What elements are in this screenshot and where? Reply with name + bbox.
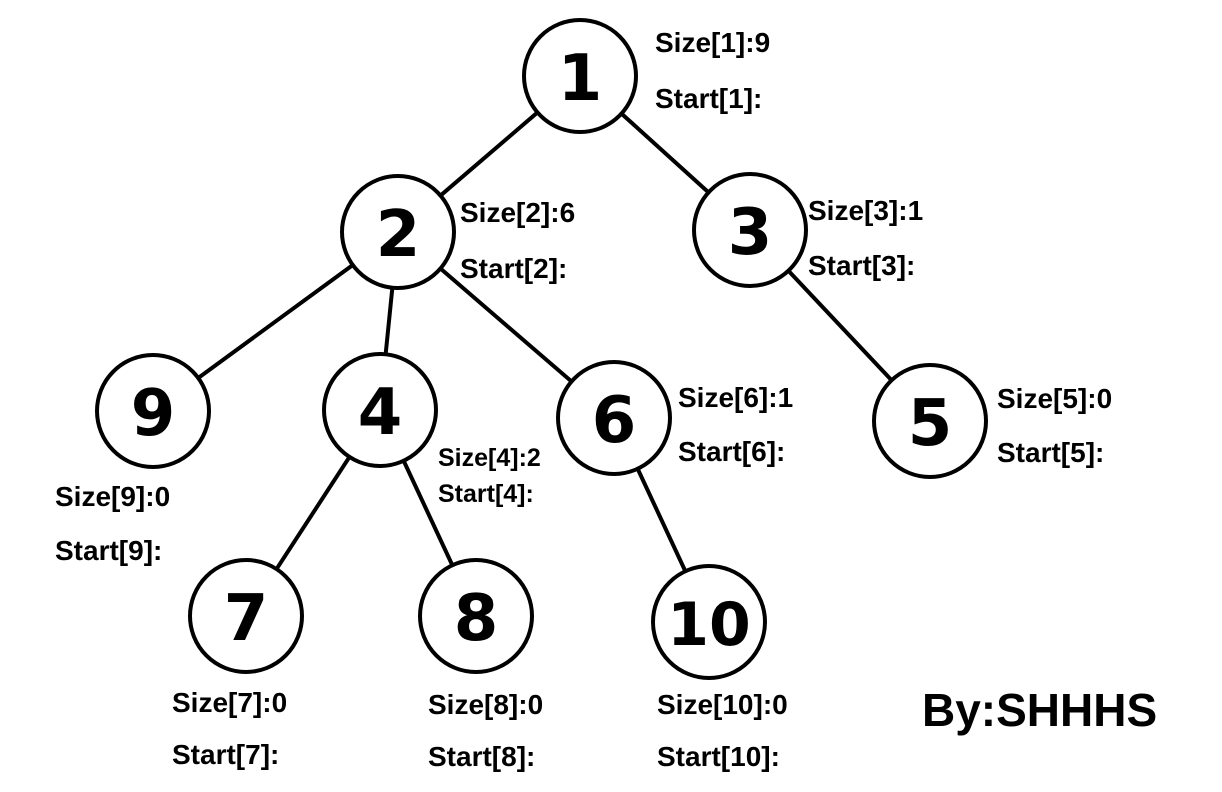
edge-2-6 [439,267,573,383]
size-label: Size[5]:0 [997,383,1112,414]
start-label: Start[10]: [657,741,780,772]
tree-node-1: 1 [522,18,638,134]
node-label: 9 [131,377,176,451]
edge-4-7 [274,455,352,571]
start-label: Start[5]: [997,437,1104,468]
size-label: Size[3]:1 [808,195,923,226]
node-circle [872,363,988,479]
tree-node-9: 9 [95,353,211,469]
edge-6-10 [635,467,688,573]
start-label: Start[3]: [808,250,915,281]
tree-node-10: 10 [651,564,767,680]
edge-2-9 [197,263,354,380]
node-label: 2 [376,198,421,272]
size-label: Size[6]:1 [678,382,793,413]
node-circle [522,18,638,134]
node-label: 8 [454,582,499,656]
size-label: Size[2]:6 [460,197,575,228]
node-circle [188,558,304,674]
node-circle [95,353,211,469]
start-label: Start[6]: [678,436,785,467]
tree-edges [197,110,894,573]
tree-node-6: 6 [556,360,672,476]
edge-2-4 [383,287,395,355]
node-circle [418,558,534,674]
size-label: Size[10]:0 [657,689,788,720]
edge-1-2 [439,110,539,198]
size-label: Size[7]:0 [172,687,287,718]
size-label: Size[8]:0 [428,689,543,720]
node-label: 7 [224,582,269,656]
node-label: 6 [592,384,637,458]
node-label: 1 [558,42,603,116]
start-label: Start[8]: [428,741,535,772]
node-annotations: Size[1]:9Start[1]:Size[2]:6Start[2]:Size… [55,27,1112,772]
node-label: 3 [728,196,773,270]
node-circle [556,360,672,476]
node-label: 4 [358,376,403,450]
start-label: Start[4]: [438,480,534,508]
start-label: Start[7]: [172,739,279,770]
size-label: Size[4]:2 [438,444,541,472]
node-circle [322,352,438,468]
node-label: 5 [908,387,953,461]
node-label: 10 [667,590,751,660]
start-label: Start[9]: [55,535,162,566]
edge-3-5 [786,269,894,382]
edge-4-8 [401,459,455,567]
tree-node-2: 2 [340,174,456,290]
start-label: Start[1]: [655,83,762,114]
author-signature: By:SHHHS [922,684,1157,736]
size-label: Size[9]:0 [55,481,170,512]
tree-node-7: 7 [188,558,304,674]
node-circle [651,564,767,680]
tree-node-4: 4 [322,352,438,468]
tree-node-5: 5 [872,363,988,479]
tree-node-8: 8 [418,558,534,674]
node-circle [692,172,808,288]
size-label: Size[1]:9 [655,27,770,58]
tree-node-3: 3 [692,172,808,288]
edge-1-3 [620,112,710,194]
node-circle [340,174,456,290]
start-label: Start[2]: [460,253,567,284]
tree-nodes: 1 2 3 9 4 6 5 7 8 10 [95,18,988,680]
